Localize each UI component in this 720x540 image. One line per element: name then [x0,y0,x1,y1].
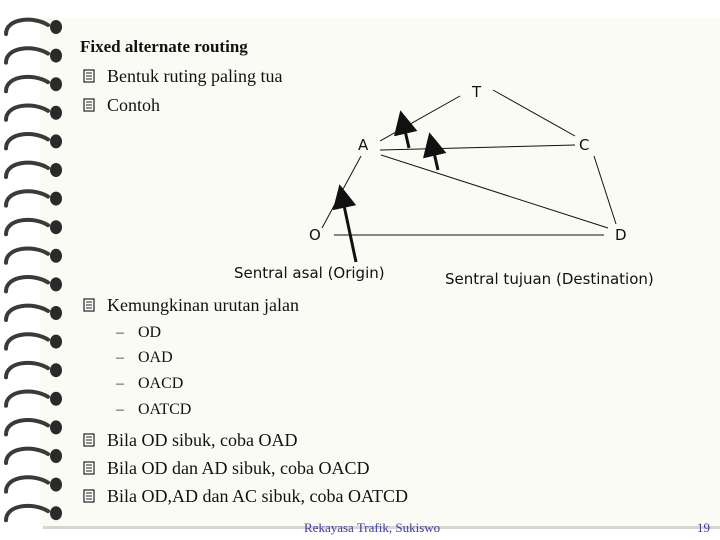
spiral-hole [50,163,62,177]
origin-caption: Sentral asal (Origin) [234,264,385,282]
spiral-ring [4,217,50,237]
node-O: O [309,226,321,244]
spiral-ring [4,46,50,65]
link-A-T [379,95,461,142]
spiral-ring [4,17,50,36]
notepad-bullet-icon [83,298,95,312]
spiral-ring [4,418,50,437]
route-item: –OD [116,324,162,341]
notepad-bullet-icon [83,489,95,503]
spiral-hole [50,191,62,206]
spiral-ring [4,189,50,208]
bullet-od-ad-busy: Bila OD dan AD sibuk, coba OACD [82,458,369,479]
spiral-ring [4,246,50,265]
arrow-2 [394,110,418,149]
spiral-hole [50,477,62,492]
spiral-hole [50,134,62,149]
notepad-bullet-icon [83,69,95,83]
node-A: A [358,136,369,154]
spiral-hole [50,420,62,435]
footer-text: Rekayasa Trafik, Sukiswo [304,520,441,535]
notebook-page [40,18,720,526]
spiral-ring [4,74,50,94]
bullet-od-ad-ac-busy: Bila OD,AD dan AC sibuk, coba OATCD [82,486,408,507]
spiral-ring [4,360,50,380]
bullet-text: Contoh [107,95,161,115]
spiral-hole [50,277,62,292]
spiral-ring [4,475,50,494]
spiral-hole [50,449,62,463]
link-A-D [380,154,609,229]
spiral-ring [4,275,50,294]
bullet-od-busy: Bila OD sibuk, coba OAD [82,430,297,451]
bullet-text: Bila OD dan AD sibuk, coba OACD [107,458,370,478]
spiral-hole [50,20,62,34]
spiral-hole [50,506,62,521]
spiral-hole [50,105,62,120]
arrow-3 [423,132,447,171]
spiral-hole [50,48,62,63]
spiral-hole [50,77,62,92]
link-C-D [593,155,617,225]
spiral-ring [4,332,50,351]
spiral-hole [50,248,62,263]
link-O-A [321,155,362,229]
destination-caption: Sentral tujuan (Destination) [445,270,654,288]
spiral-hole [50,363,62,378]
bullet-route-options: Kemungkinan urutan jalan [82,295,299,316]
bullet-text: Bila OD,AD dan AC sibuk, coba OATCD [107,486,408,506]
spiral-hole [50,334,62,349]
notepad-bullet-icon [83,461,95,475]
spiral-ring [4,160,50,179]
bullet-example: Contoh [82,95,160,116]
spiral-ring [4,446,50,465]
spiral-hole [50,391,62,406]
link-A-C [379,144,576,151]
notepad-bullet-icon [83,433,95,447]
route-item: –OATCD [116,401,192,418]
spiral-hole [50,220,62,235]
spiral-ring [4,132,50,151]
arrow-1 [332,184,358,263]
notepad-bullet-icon [83,98,95,112]
route-item: –OACD [116,375,184,392]
link-T-C [492,89,576,137]
bullet-oldest-routing: Bentuk ruting paling tua [82,66,282,87]
spiral-ring [4,389,50,408]
spiral-binding-icon [4,17,62,523]
node-C: C [579,136,589,154]
spiral-ring [4,103,50,122]
node-T: T [471,83,482,101]
bullet-text: Bila OD sibuk, coba OAD [107,430,298,450]
page-number: 19 [697,520,710,535]
spiral-ring [4,303,50,322]
spiral-ring [4,503,50,523]
slide-title: Fixed alternate routing [80,37,248,56]
bullet-text: Bentuk ruting paling tua [107,66,283,86]
spiral-hole [50,306,62,320]
node-D: D [615,226,627,244]
bullet-text: Kemungkinan urutan jalan [107,295,299,315]
route-item: –OAD [116,349,173,366]
